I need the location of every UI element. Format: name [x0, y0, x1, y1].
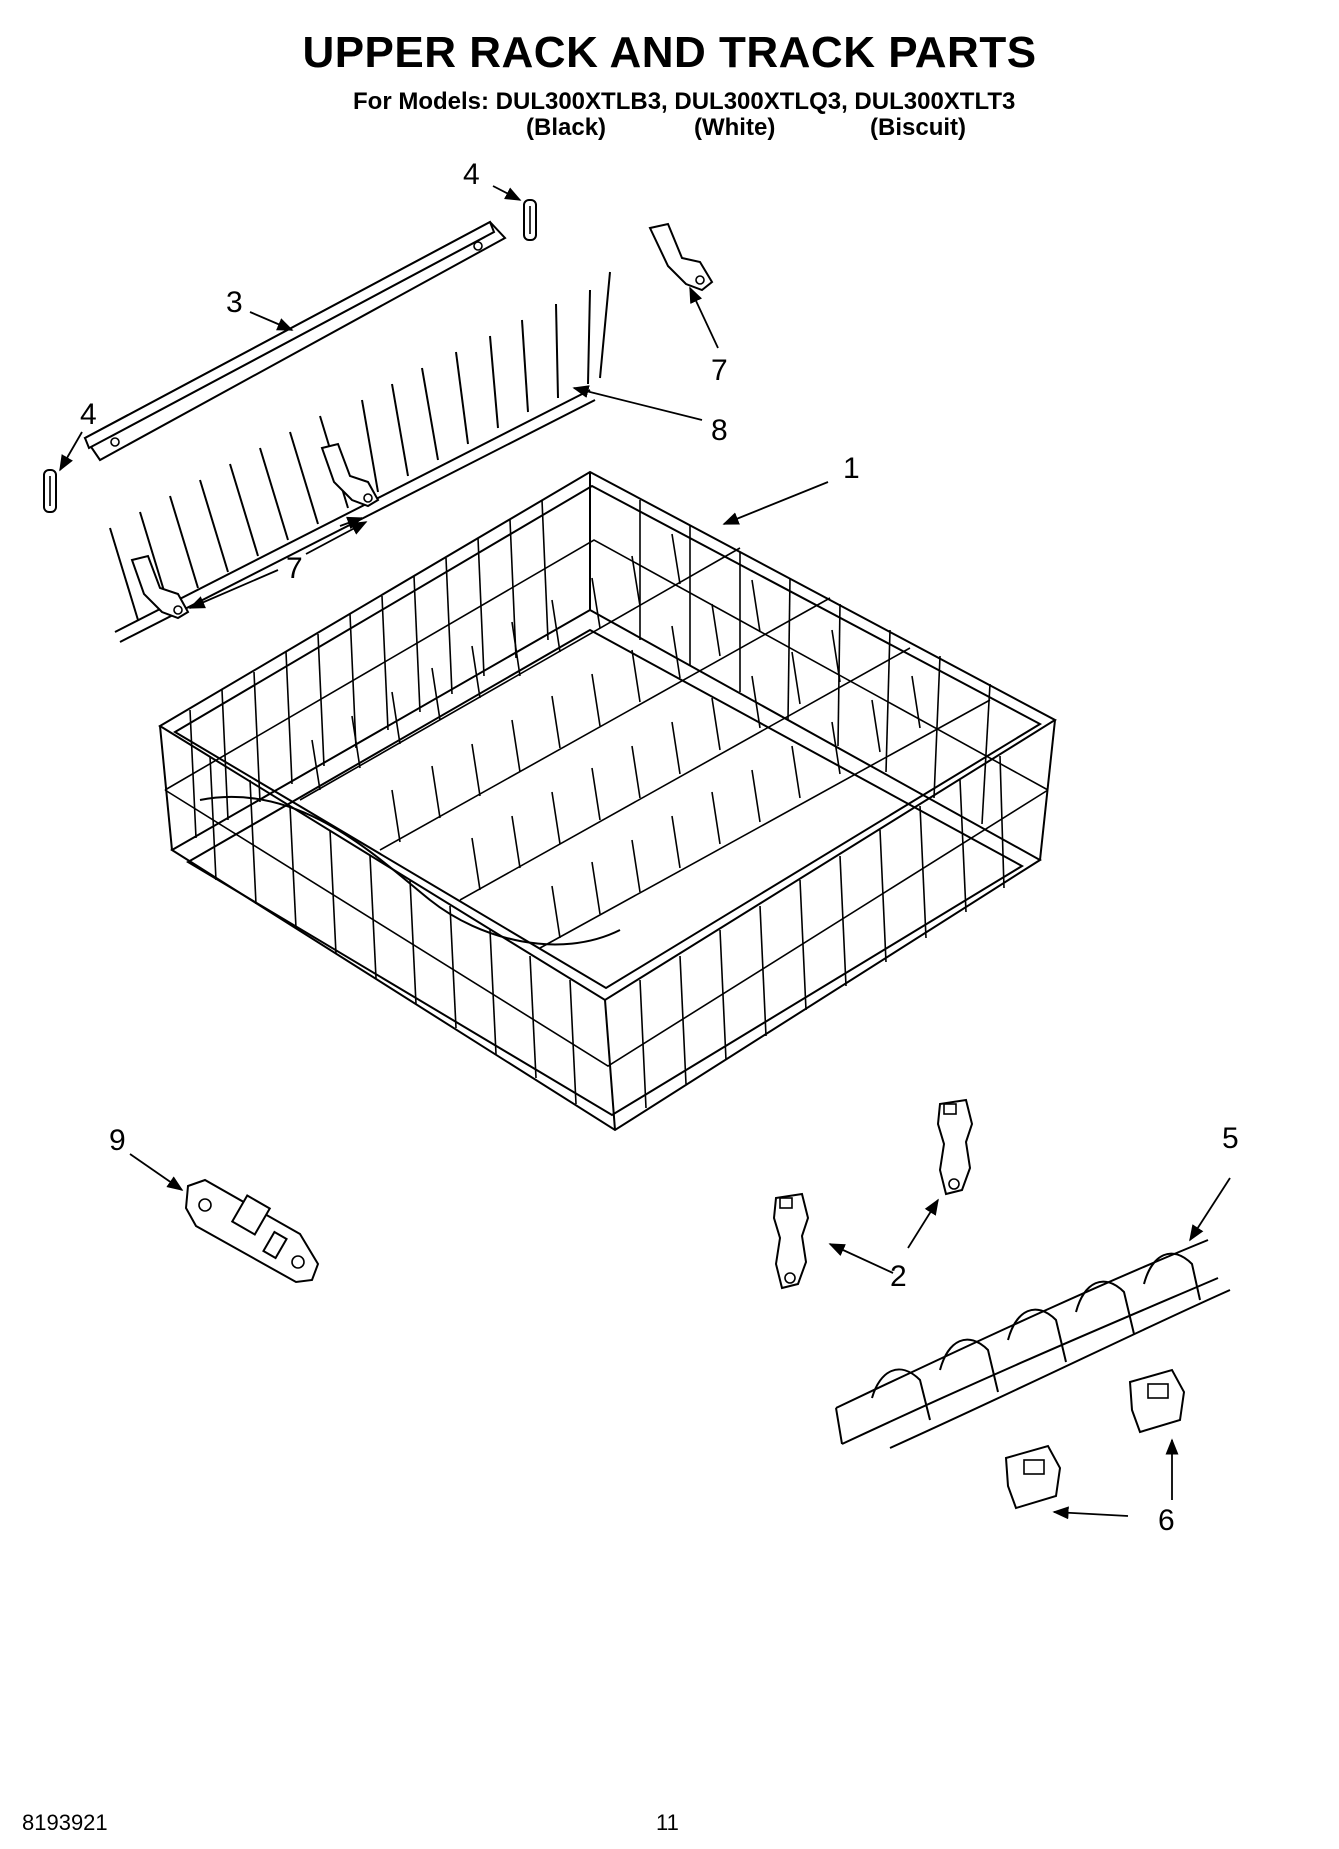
- variant-black: (Black): [526, 114, 607, 141]
- models-line: For Models: DUL300XTLB3, DUL300XTLQ3, DU…: [353, 88, 1016, 115]
- shelf-clip-part: [1004, 1368, 1186, 1510]
- callout-7-top: 7: [711, 354, 728, 387]
- callout-1: 1: [843, 452, 860, 485]
- leader-lines: [59, 185, 1231, 1520]
- document-number: 8193921: [22, 1810, 108, 1835]
- end-cap-part: [43, 199, 537, 513]
- page-title: UPPER RACK AND TRACK PARTS: [302, 28, 1037, 77]
- upper-rack-basket-part: [158, 470, 1057, 1132]
- callout-2: 2: [890, 1260, 907, 1293]
- variant-white: (White): [694, 114, 776, 141]
- callout-9: 9: [109, 1124, 126, 1157]
- track-rail-part: [83, 220, 507, 462]
- page-number: 11: [656, 1810, 679, 1835]
- callout-6: 6: [1158, 1504, 1175, 1537]
- rack-adjuster-part: [184, 1178, 320, 1284]
- variant-biscuit: (Biscuit): [870, 114, 966, 141]
- callout-7-left: 7: [286, 552, 303, 585]
- callout-5: 5: [1222, 1122, 1239, 1155]
- track-stop-part: [772, 1098, 974, 1290]
- callout-4-left: 4: [80, 398, 97, 431]
- callout-8: 8: [711, 414, 728, 447]
- tine-row-part: [109, 271, 611, 643]
- tine-clip-part: [130, 222, 714, 620]
- cup-shelf-part: [835, 1239, 1231, 1449]
- callout-4-top: 4: [463, 158, 480, 191]
- callout-3: 3: [226, 286, 243, 319]
